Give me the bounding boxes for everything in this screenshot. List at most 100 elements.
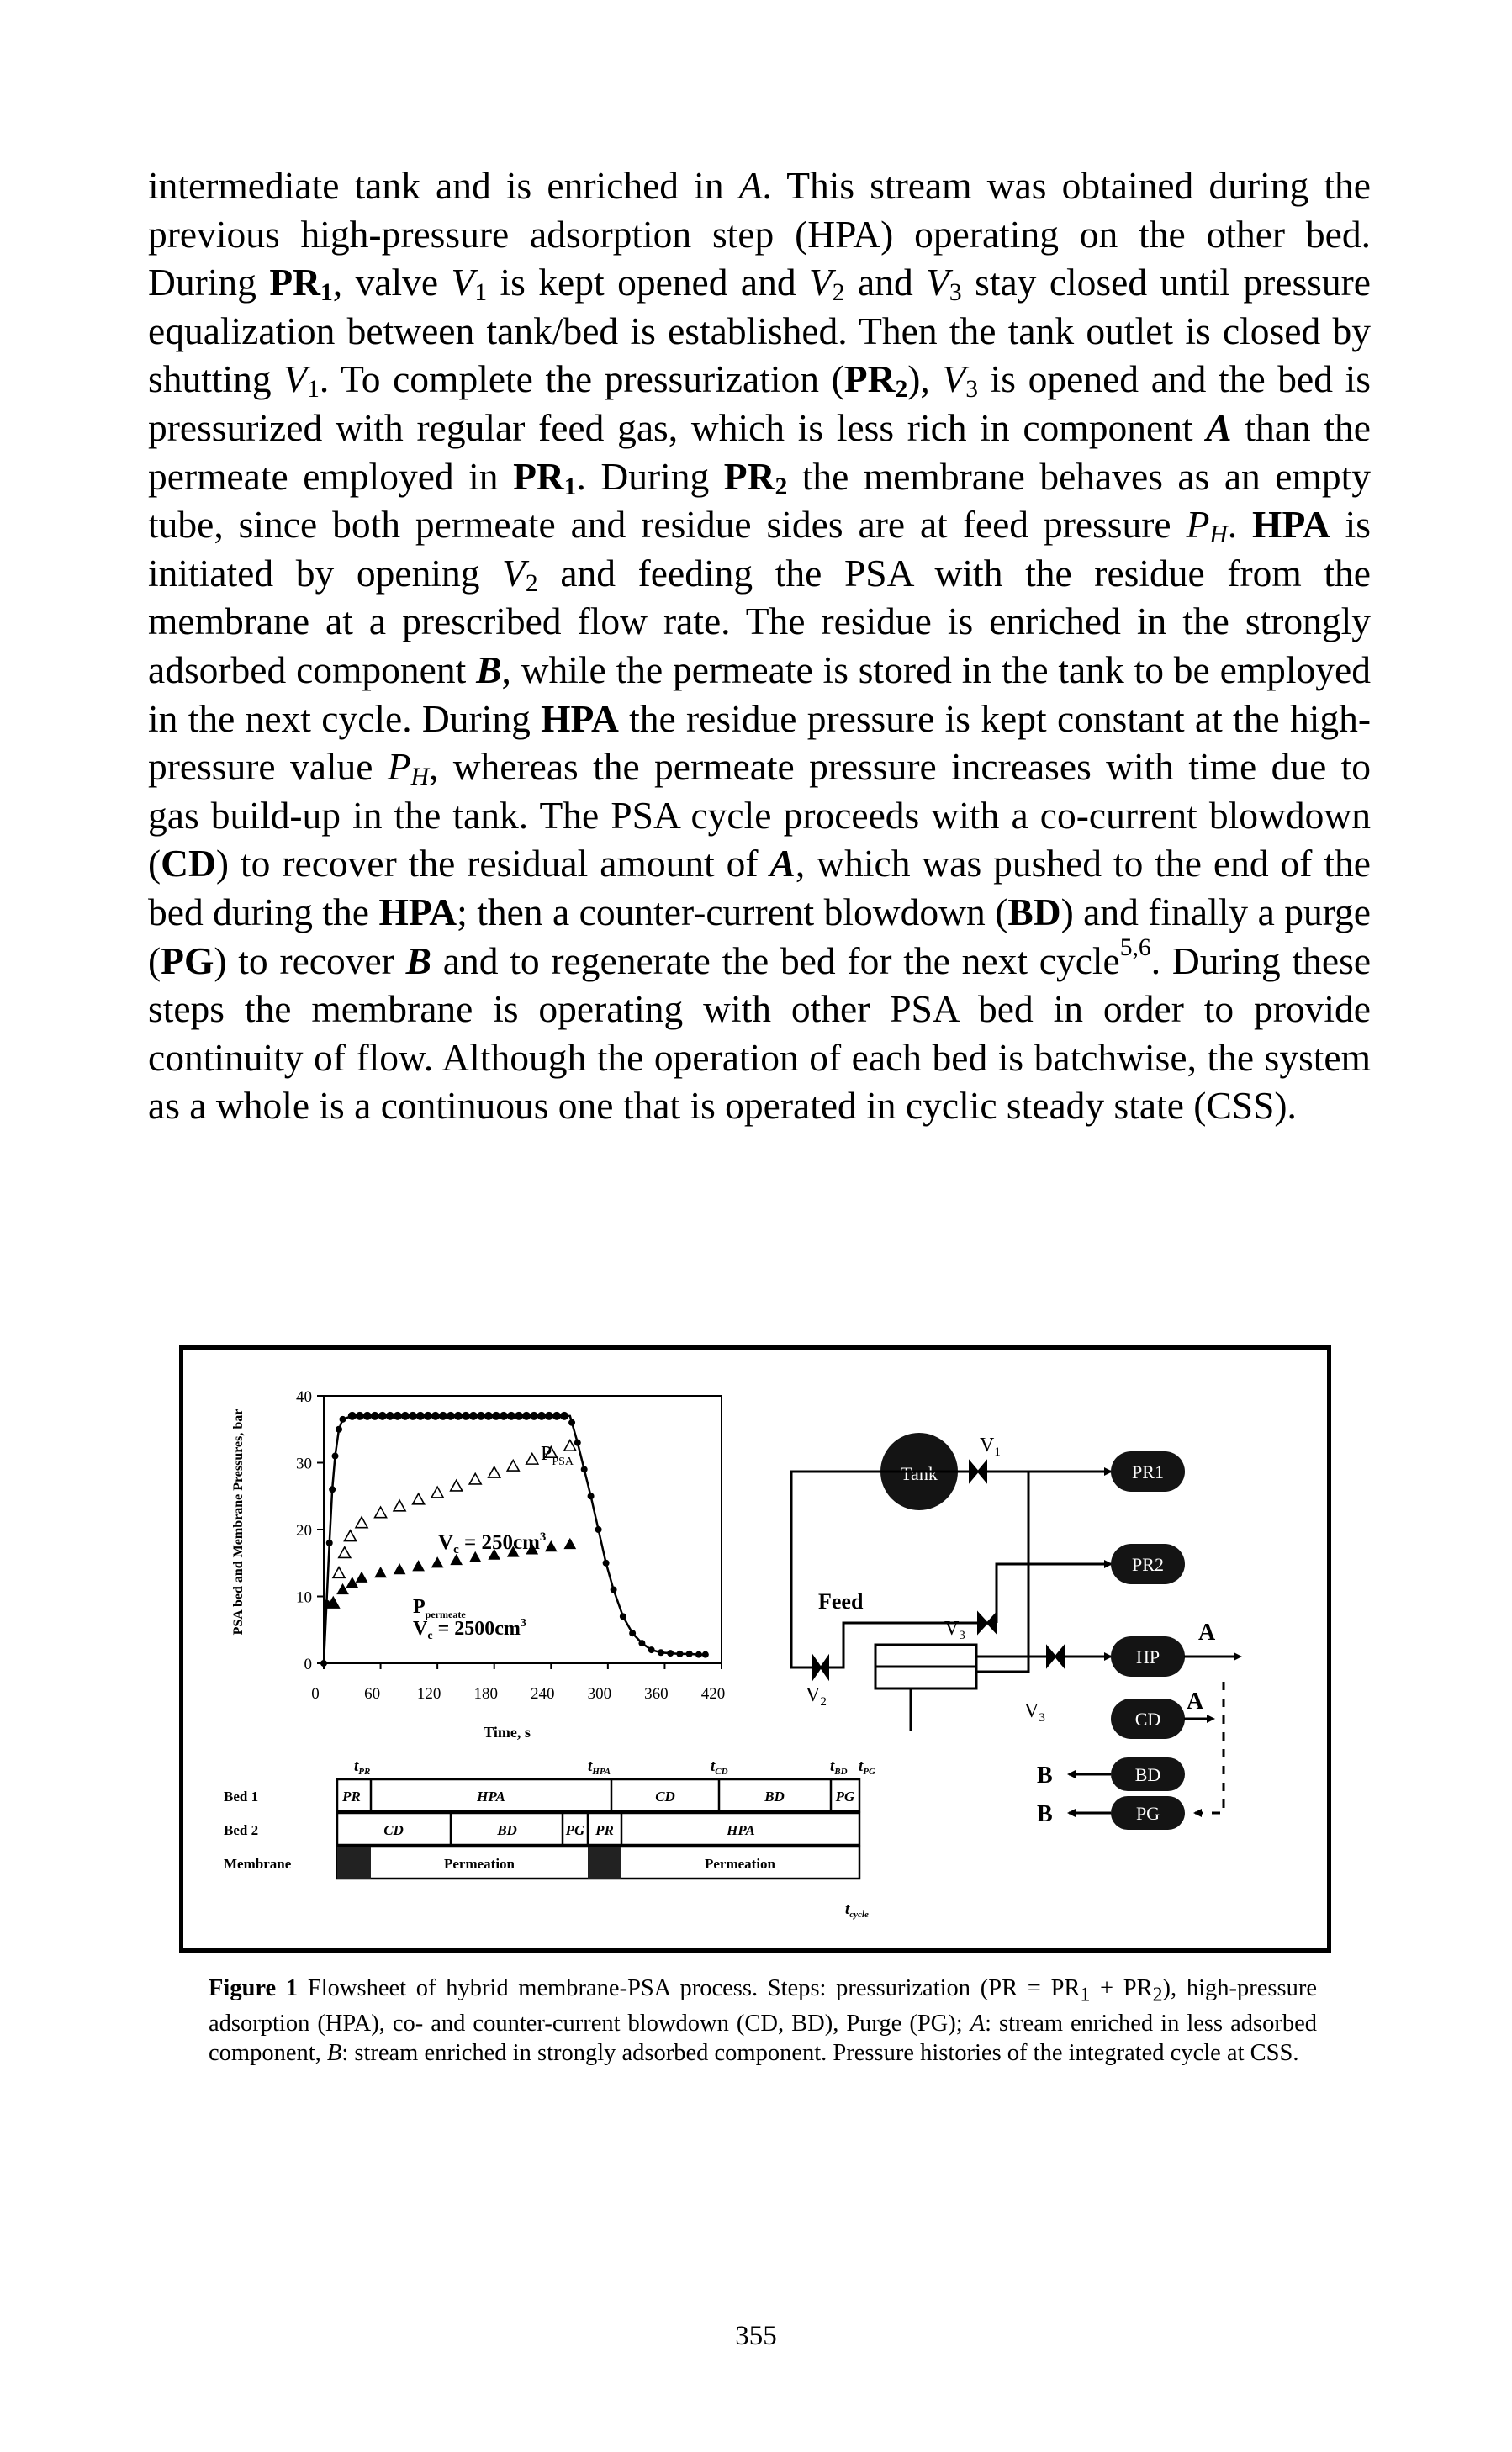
time-label-cd: tCD [711,1757,728,1777]
step-pill-label: CD [1135,1709,1161,1730]
page-number: 355 [735,2321,777,2351]
p-permeate-2500-point [526,1543,539,1555]
bed2-row [336,1811,861,1847]
chart-x-axis-label: Time, s [484,1724,531,1741]
y-tick-label: 20 [296,1522,312,1540]
p-permeate-2500-point [374,1567,387,1578]
p-psa-point [423,1411,432,1420]
out-a-hp: A [1198,1620,1216,1646]
y-tick-label: 30 [296,1456,312,1473]
x-tick-label: 240 [531,1685,555,1703]
valve-hp [1046,1644,1065,1669]
x-tick-label: 60 [364,1685,380,1703]
p-psa-point [537,1411,547,1420]
p-psa-point [355,1411,364,1420]
step-pill [1111,1636,1185,1677]
p-psa-point [468,1411,478,1420]
series-p-psa [320,1411,709,1667]
p-psa-point [320,1660,327,1667]
time-label-pg: tPG [859,1757,875,1777]
permeate-line [909,1470,1102,1731]
p-psa-point [484,1411,493,1420]
p-psa-point [325,1539,333,1546]
bed2-step-hpa: HPA [726,1822,755,1838]
feed-label: Feed [818,1589,864,1614]
bed1-step-cd: CD [655,1789,675,1805]
series-p-permeate-250 [325,1438,578,1609]
p-permeate-2500-point [563,1537,577,1550]
label-vc-2500: Vc = 2500cm3 [413,1617,526,1642]
bed1-step-pg: PG [835,1789,855,1805]
p-psa-point [648,1646,655,1654]
step-pill [1111,1796,1185,1830]
p-psa-point [476,1411,485,1420]
p-psa-point [667,1650,674,1657]
step-pill-label: PR1 [1132,1461,1164,1482]
p-permeate-2500-point [431,1556,444,1568]
p-psa-point [629,1630,637,1637]
bed1-step-hpa: HPA [476,1789,505,1805]
p-psa-point [506,1411,515,1420]
step-pill [1111,1544,1185,1584]
p-psa-point [370,1411,379,1420]
membrane-permeation-1: Permeation [444,1856,515,1872]
bed2-step-pg: PG [565,1822,585,1838]
step-pill-label: HP [1136,1646,1160,1667]
out-b-pg: B [1037,1801,1053,1827]
feed-to-pr2-line [995,1560,1113,1623]
membrane-permeation-2: Permeation [705,1856,776,1872]
p-permeate-250-point [411,1492,426,1505]
step-pill [1111,1757,1185,1791]
x-tick-label: 300 [588,1685,612,1703]
p-permeate-2500-point [326,1596,340,1609]
label-p-permeate: Ppermeate [413,1596,466,1620]
p-permeate-2500-point [355,1571,368,1583]
tank-label: Tank [901,1463,938,1484]
p-permeate-250-point [487,1465,502,1478]
series-p-permeate-2500 [326,1537,577,1609]
time-label-hpa: tHPA [588,1757,611,1777]
y-tick-label: 0 [304,1656,313,1673]
p-psa-point [336,1425,343,1433]
row-label-bed2: Bed 2 [224,1822,258,1838]
p-psa-point [438,1411,447,1420]
x-tick-label: 180 [473,1685,498,1703]
row-label-membrane: Membrane [224,1856,292,1872]
p-permeate-2500-point [450,1553,463,1566]
p-psa-point [574,1439,581,1446]
p-psa-point [331,1452,339,1460]
p-psa-point [453,1411,463,1420]
time-label-cycle: tcycle [845,1900,869,1920]
p-permeate-250-point [449,1478,464,1492]
valve-v2 [812,1653,829,1682]
p-psa-point [602,1559,610,1567]
p-permeate-2500-point [544,1540,558,1552]
p-psa-point [685,1650,693,1657]
p-permeate-250-point [505,1458,521,1472]
p-psa-point [415,1411,425,1420]
x-tick-label: 420 [701,1685,726,1703]
figure-caption: Figure 1 Flowsheet of hybrid membrane-PS… [209,1975,1317,2066]
p-permeate-2500-point [468,1551,482,1562]
out-a-cd: A [1187,1688,1204,1715]
p-psa-point [530,1411,539,1420]
p-psa-point [400,1411,410,1420]
x-tick-label: 120 [417,1685,441,1703]
valve-v2-label: V2 [806,1684,827,1709]
p-psa-point [461,1411,470,1420]
p-psa-point [676,1650,684,1657]
valve-v1-label: V1 [980,1435,1001,1459]
p-psa-point [587,1493,595,1500]
p-psa-point [431,1411,440,1420]
step-pill [1111,1451,1185,1492]
p-psa-point [619,1613,626,1620]
bed1-row [336,1778,861,1813]
chart-y-axis-label: PSA bed and Membrane Pressures, bar [231,1409,246,1636]
step-pill [1111,1699,1185,1739]
p-psa-point [408,1411,417,1420]
p-permeate-250-point [525,1451,540,1465]
step-pill-label: PG [1136,1803,1160,1824]
time-label-pr: tPR [354,1757,370,1777]
p-psa-point [580,1466,588,1473]
